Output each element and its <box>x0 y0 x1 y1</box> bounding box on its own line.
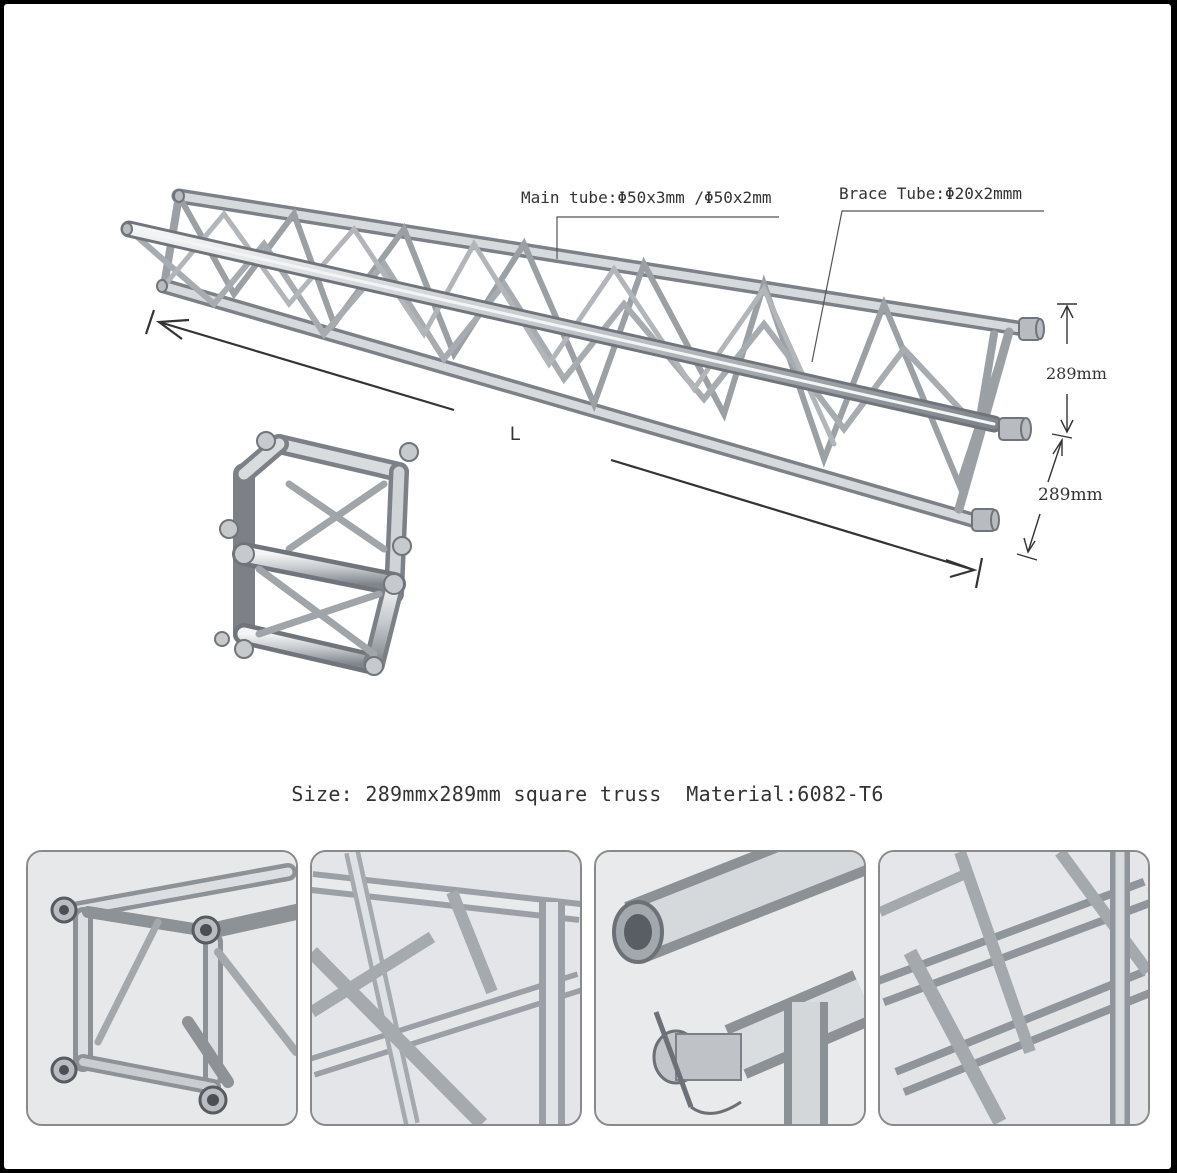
truss-cube <box>214 431 419 676</box>
truss-bracing-photo <box>880 852 1148 1124</box>
long-truss <box>120 188 1045 532</box>
spec-caption: Size: 289mmx289mm square truss Material:… <box>291 782 884 806</box>
brace-joint-photo <box>312 852 580 1124</box>
height-arrows <box>1016 303 1077 561</box>
leader-lines <box>556 210 1044 363</box>
product-sheet: Main tube:Φ50x3mm /Φ50x2mm Brace Tube:Φ2… <box>4 4 1171 1169</box>
truss-end-photo <box>28 852 296 1124</box>
photo-truss-end <box>26 850 298 1126</box>
height-label-bottom: 289mm <box>1038 485 1103 505</box>
photo-brace-joint <box>310 850 582 1126</box>
truss-diagram <box>120 188 1077 676</box>
main-tube-label: Main tube:Φ50x3mm /Φ50x2mm <box>521 188 772 207</box>
photo-spigot-connector <box>594 850 866 1126</box>
length-label: L <box>510 424 521 445</box>
photo-truss-bracing <box>878 850 1150 1126</box>
brace-tube-label: Brace Tube:Φ20x2mmm <box>839 184 1023 203</box>
spigot-connector-photo <box>596 852 864 1124</box>
height-label-top: 289mm <box>1046 364 1107 383</box>
length-arrows <box>144 309 984 589</box>
